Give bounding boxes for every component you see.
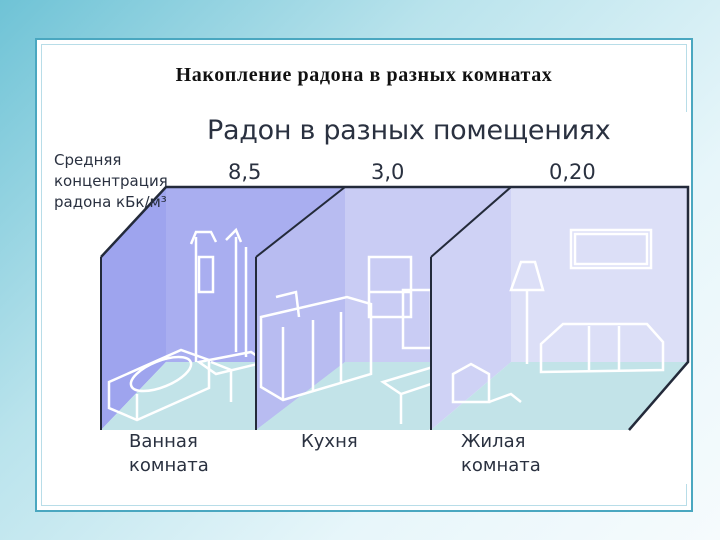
radon-figure: Радон в разных помещениях Средняя концен…: [51, 112, 691, 484]
bathroom-label: Ванная комната: [129, 430, 249, 478]
figure-title: Радон в разных помещениях: [207, 115, 610, 146]
concentration-axis-label: Средняя концентрация радона кБк/м³: [54, 150, 184, 213]
slide-title: Накопление радона в разных комнатах: [37, 64, 691, 87]
bathroom-value: 8,5: [228, 160, 261, 184]
living-room-label: Жилая комната: [461, 430, 581, 478]
kitchen-label: Кухня: [301, 430, 421, 454]
slide: Накопление радона в разных комнатах: [35, 38, 693, 512]
kitchen-value: 3,0: [371, 160, 404, 184]
living-room-value: 0,20: [549, 160, 596, 184]
